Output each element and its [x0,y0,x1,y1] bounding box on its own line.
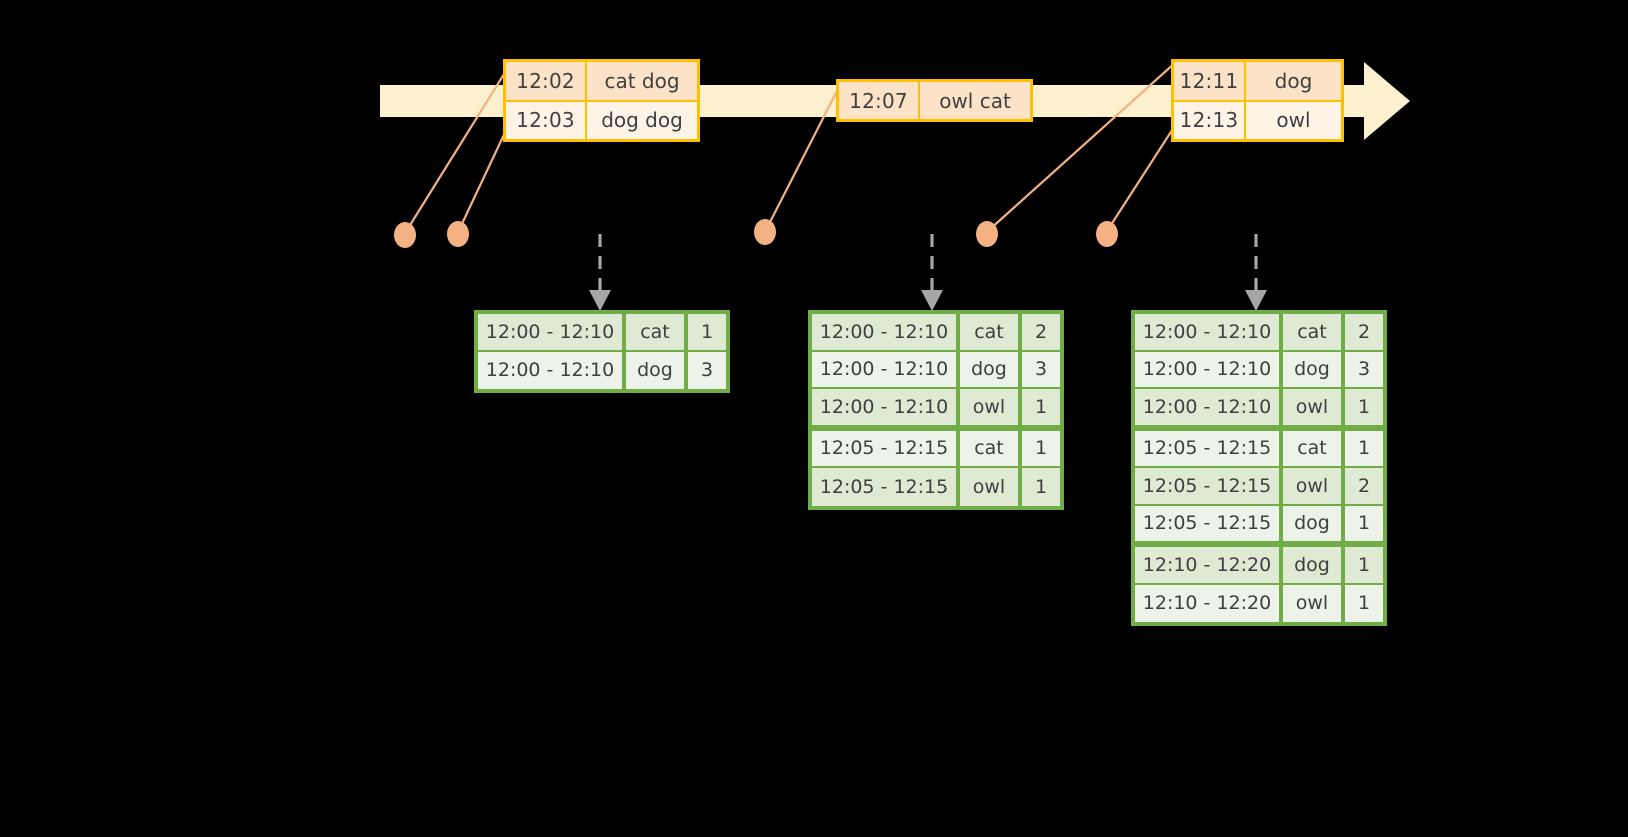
event-time: 12:03 [506,101,587,139]
event-row: 12:03 dog dog [506,99,697,139]
event-row: 12:11 dog [1174,62,1341,100]
connector-12-07 [766,84,841,229]
cell-window: 12:00 - 12:10 [812,389,958,427]
event-row: 12:07 owl cat [839,82,1030,119]
event-words: owl [1276,108,1311,133]
event-time: 12:11 [1174,62,1246,100]
event-markers [394,219,1118,248]
marker-12-03-icon [447,221,469,247]
cell-count: 1 [1343,430,1383,468]
cell-window: 12:05 - 12:15 [812,430,958,468]
cell-window: 12:00 - 12:10 [812,314,958,352]
event-box-3[interactable]: 12:11 dog 12:13 owl [1171,59,1344,142]
cell-window: 12:05 - 12:15 [1135,505,1281,543]
cell-word: owl [1281,389,1343,427]
marker-12-11-icon [976,221,998,247]
cell-count: 3 [1020,351,1060,389]
cell-word: dog [624,351,686,389]
event-time: 12:02 [506,62,587,100]
flow-arrow-2-head [921,290,943,311]
cell-word: cat [1281,314,1343,352]
flow-arrows [598,234,1258,292]
cell-word: dog [1281,547,1343,585]
marker-12-07-icon [754,219,776,245]
cell-count: 1 [1343,389,1383,427]
cell-count: 1 [1020,430,1060,468]
cell-count: 2 [1020,314,1060,352]
cell-word: owl [958,389,1020,427]
marker-12-02-icon [394,222,416,248]
cell-count: 2 [1343,314,1383,352]
event-box-2[interactable]: 12:07 owl cat [836,79,1033,122]
event-words: dog [1274,68,1313,93]
cell-word: cat [1281,430,1343,468]
cell-word: dog [1281,351,1343,389]
cell-word: owl [1281,468,1343,506]
event-words: cat dog [604,68,680,93]
cell-count: 1 [1020,389,1060,427]
cell-window: 12:00 - 12:10 [812,351,958,389]
cell-window: 12:10 - 12:20 [1135,547,1281,585]
event-box-1[interactable]: 12:02 cat dog 12:03 dog dog [503,59,700,142]
cell-count: 1 [1020,468,1060,506]
cell-word: cat [624,314,686,352]
event-time: 12:07 [839,82,920,119]
connector-12-13 [1108,123,1177,229]
cell-count: 2 [1343,468,1383,506]
flow-arrow-1-head [589,290,611,311]
cell-word: cat [958,430,1020,468]
connector-12-03 [459,123,510,229]
cell-window: 12:00 - 12:10 [478,351,624,389]
cell-count: 3 [686,351,726,389]
cell-word: dog [958,351,1020,389]
cell-window: 12:00 - 12:10 [1135,351,1281,389]
event-time: 12:13 [1174,101,1246,139]
cell-window: 12:00 - 12:10 [1135,314,1281,352]
flow-arrow-3-head [1245,290,1267,311]
cell-count: 1 [686,314,726,352]
cell-window: 12:05 - 12:15 [1135,430,1281,468]
flow-arrow-heads [589,290,1267,311]
cell-window: 12:00 - 12:10 [478,314,624,352]
event-words: owl cat [939,88,1011,113]
cell-window: 12:05 - 12:15 [812,468,958,506]
connector-12-02 [406,65,510,231]
cell-window: 12:10 - 12:20 [1135,584,1281,622]
cell-count: 1 [1343,584,1383,622]
cell-word: cat [958,314,1020,352]
cell-count: 1 [1343,547,1383,585]
cell-word: owl [958,468,1020,506]
cell-count: 1 [1343,505,1383,543]
cell-word: owl [1281,584,1343,622]
cell-count: 3 [1343,351,1383,389]
event-row: 12:02 cat dog [506,62,697,100]
cell-window: 12:05 - 12:15 [1135,468,1281,506]
event-row: 12:13 owl [1174,99,1341,139]
marker-12-13-icon [1096,221,1118,247]
event-words: dog dog [601,108,683,133]
cell-word: dog [1281,505,1343,543]
cell-window: 12:00 - 12:10 [1135,389,1281,427]
